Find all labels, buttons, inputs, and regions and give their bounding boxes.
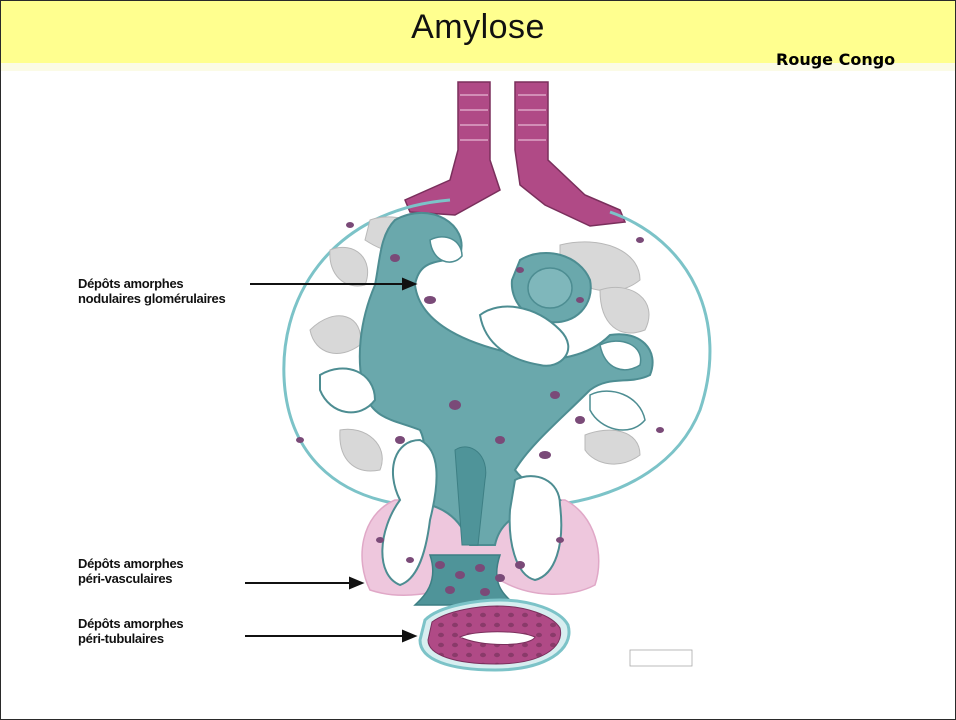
slide-frame xyxy=(0,0,956,720)
